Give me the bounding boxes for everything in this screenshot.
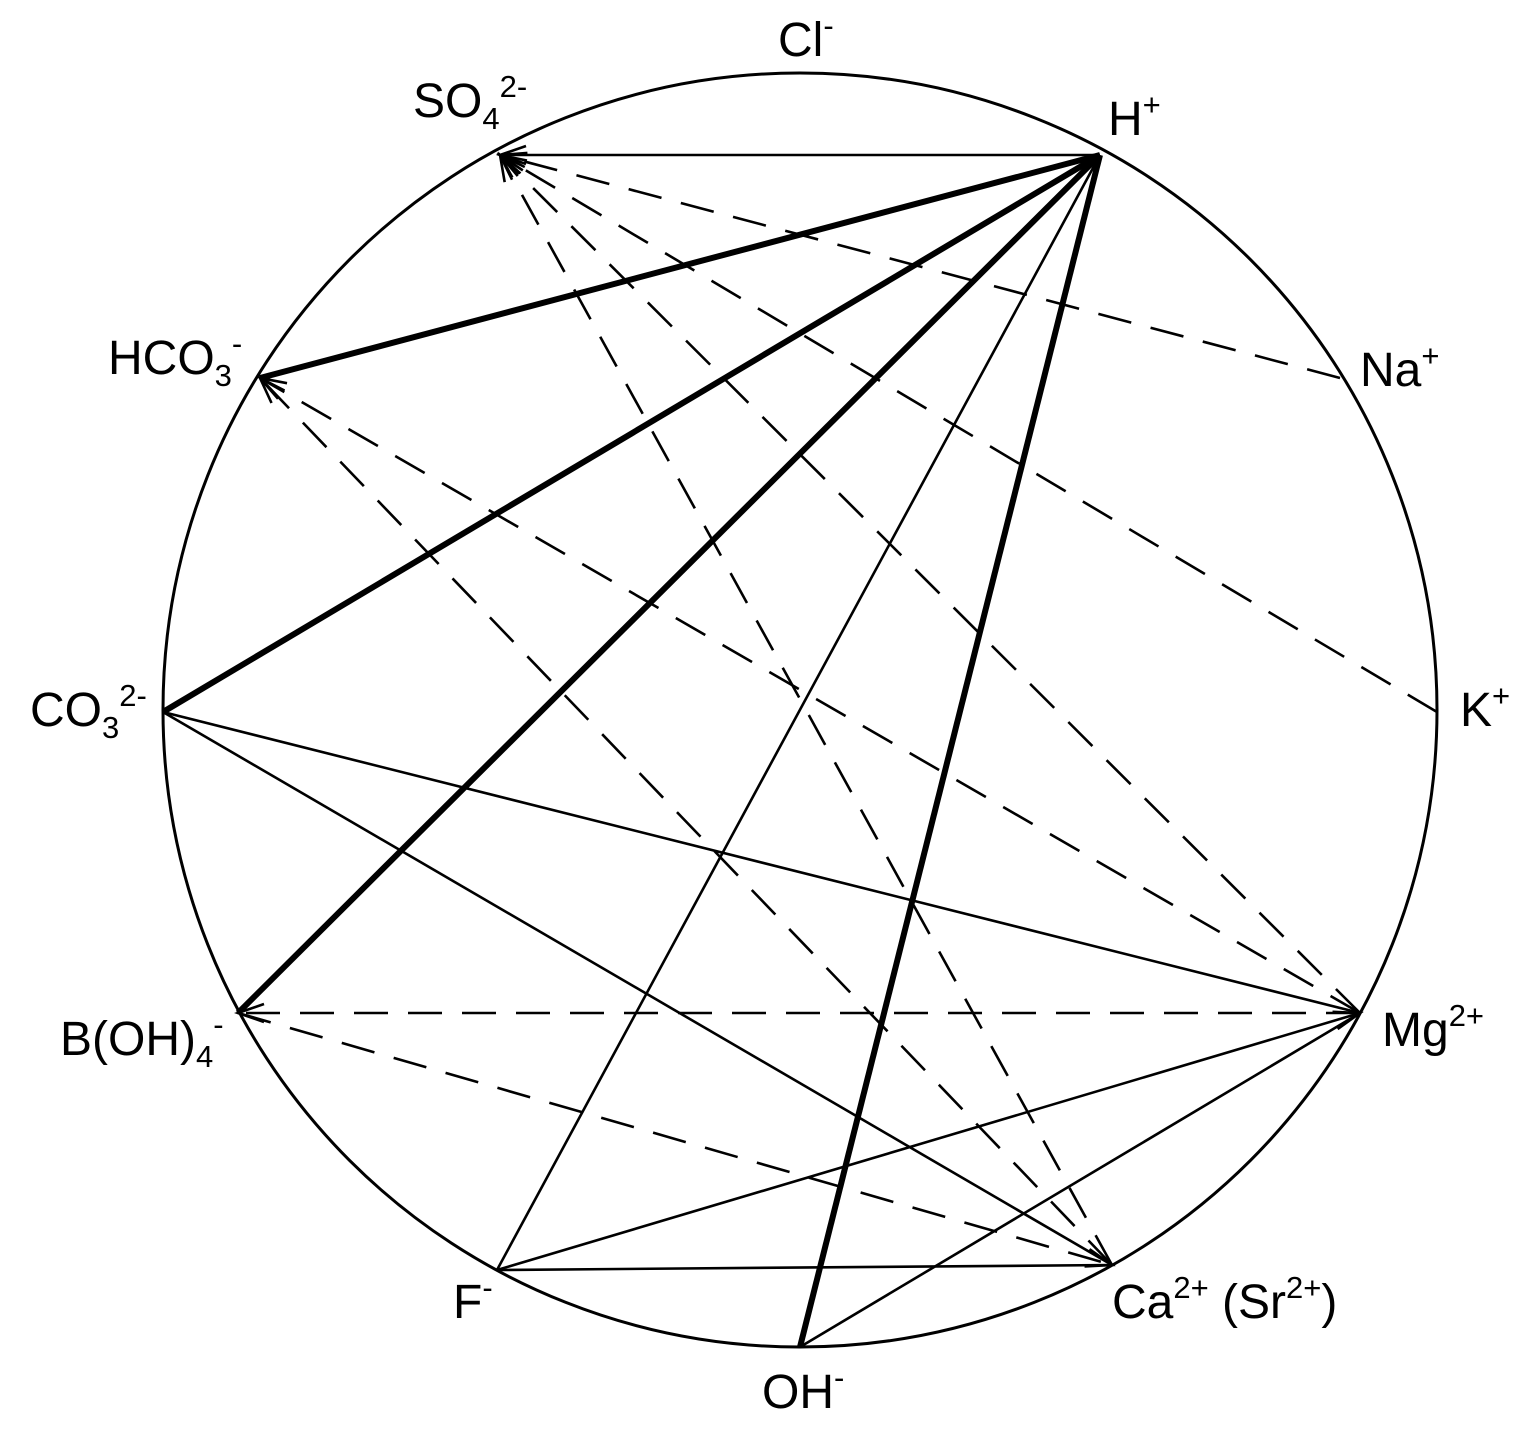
edge-Mg-HCO3 [259, 376, 1361, 1015]
ion-label-part: + [1143, 87, 1161, 122]
ion-label-part: F [453, 1276, 482, 1329]
ion-label-part: (Sr [1209, 1276, 1286, 1329]
ion-label-part: 2+ [1449, 998, 1484, 1033]
ion-label-part: 4 [482, 101, 499, 136]
ion-label-part: + [1492, 678, 1510, 713]
edge-OH-Mg [799, 1011, 1361, 1349]
ion-labels: Cl-SO42-H+HCO3-Na+CO32-K+B(OH)4-Mg2+F-Ca… [30, 8, 1510, 1419]
arrowhead-Ca-HCO3 [257, 375, 286, 404]
ion-label-part: 4 [196, 1039, 213, 1074]
ion-label-part: - [213, 1007, 223, 1042]
edge-H-F [495, 154, 1102, 1271]
ion-label-part: 2+ [1173, 1270, 1208, 1305]
ion-label-part: 2- [500, 69, 528, 104]
interaction-lines [161, 144, 1438, 1349]
ion-label-cl: Cl- [778, 8, 834, 67]
ion-label-so4: SO42- [413, 69, 527, 136]
ion-label-part: SO [413, 75, 482, 128]
edge-CO3-Mg [162, 710, 1361, 1015]
ion-label-f: F- [453, 1270, 493, 1329]
edge-H-OH [797, 154, 1103, 1348]
ion-label-part: ) [1321, 1276, 1337, 1329]
edge-CO3-Ca [162, 710, 1113, 1267]
edge-Ca-HCO3 [259, 377, 1113, 1266]
ion-label-boh4: B(OH)4- [60, 1007, 224, 1074]
edge-Mg-SO4 [499, 154, 1361, 1014]
ion-label-part: - [834, 1360, 844, 1395]
ion-label-mg: Mg2+ [1382, 998, 1484, 1057]
edge-Na-SO4 [499, 153, 1341, 380]
edge-Ca-SO4 [498, 154, 1114, 1266]
ion-label-part: Mg [1382, 1004, 1449, 1057]
edge-K-SO4 [499, 153, 1438, 714]
ion-label-hco3: HCO3- [108, 326, 242, 393]
ion-label-part: Cl [778, 14, 823, 67]
ion-label-part: - [823, 8, 833, 43]
ion-label-part: - [482, 1270, 492, 1305]
ion-label-co3: CO32- [30, 678, 147, 745]
ion-label-part: 3 [102, 710, 119, 745]
edge-F-Ca [496, 1263, 1113, 1272]
ion-label-part: OH [762, 1366, 834, 1419]
arrowhead-Ca-SO4 [498, 151, 522, 183]
edge-BOH4-Ca [237, 1011, 1113, 1267]
edge-H-CO3 [161, 152, 1102, 715]
ion-label-part: K [1460, 684, 1492, 737]
edge-F-Mg [496, 1011, 1361, 1272]
ion-label-part: Na [1360, 344, 1422, 397]
ion-label-part: - [232, 326, 242, 361]
ion-label-part: HCO [108, 332, 215, 385]
ion-label-part: 2+ [1286, 1270, 1321, 1305]
edge-H-BOH4 [235, 152, 1103, 1016]
ion-label-h: H+ [1108, 87, 1161, 146]
edge-H-HCO3 [259, 152, 1101, 381]
ion-label-part: B(OH) [60, 1013, 196, 1066]
ion-label-na: Na+ [1360, 338, 1439, 397]
ion-label-part: 2- [119, 678, 147, 713]
ion-label-part: H [1108, 93, 1143, 146]
ion-label-part: CO [30, 684, 102, 737]
ion-label-part: 3 [215, 358, 232, 393]
ion-label-oh: OH- [762, 1360, 844, 1419]
ion-label-part: Ca [1112, 1276, 1174, 1329]
ion-label-k: K+ [1460, 678, 1510, 737]
ion-label-ca: Ca2+ (Sr2+) [1112, 1270, 1337, 1329]
ion-label-part: + [1421, 338, 1439, 373]
